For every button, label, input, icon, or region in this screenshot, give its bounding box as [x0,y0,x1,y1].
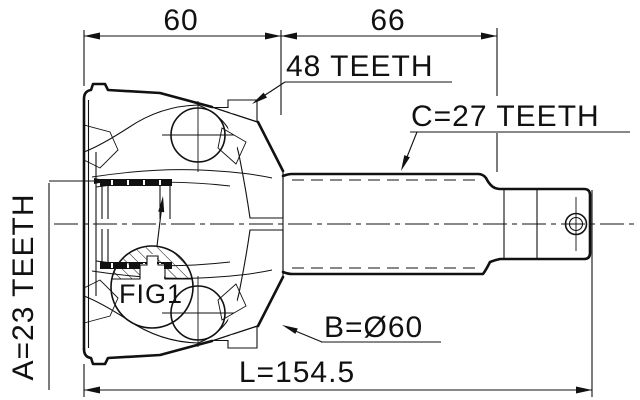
abs-ring-label: 48 TEETH [286,50,434,83]
boot-diameter-label: B=Ø60 [324,311,423,344]
inner-race-section [83,124,247,324]
bearing-ball-top [162,101,234,172]
ball-track-bottom [208,274,239,337]
dimension-66: 66 [281,4,498,172]
dim-60-text: 60 [163,4,198,37]
outer-race-section-top [83,83,284,219]
label-b-diameter: B=Ø60 [282,311,441,344]
overall-length-text: L=154.5 [239,356,355,389]
bearing-ball-bottom [162,276,234,347]
bell-outline [82,82,285,366]
label-c-27-teeth: C=27 TEETH [401,100,630,171]
detail-label: FIG1 [119,279,183,309]
detail-leader-arrow [158,196,165,213]
dimension-overall-length: L=154.5 [83,190,593,397]
label-48-teeth: 48 TEETH [252,50,452,104]
outboard-spline-label: C=27 TEETH [411,100,600,133]
ball-track-top [208,111,239,174]
abs-tone-ring [212,99,258,349]
detail-balloon: FIG1 [110,196,194,329]
outer-race-section-bottom [83,229,284,365]
dim-66-text: 66 [370,4,405,37]
label-a-23-teeth: A=23 TEETH [7,178,110,390]
dimension-60: 60 [83,4,282,115]
inboard-spline-label: A=23 TEETH [7,193,40,380]
